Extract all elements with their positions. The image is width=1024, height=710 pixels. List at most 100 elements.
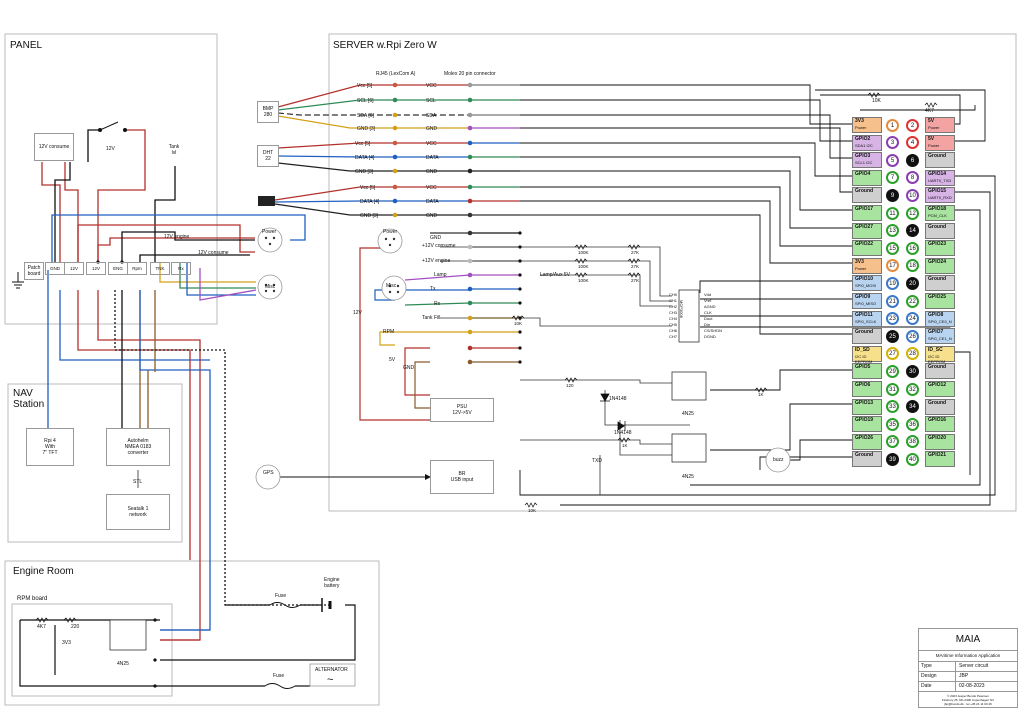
gpio-left-cell: GPIO5 — [852, 363, 882, 380]
gpio-right-name: GPIO16 — [928, 417, 947, 424]
gpio-pin: 18 — [906, 259, 919, 273]
molex-label: Molex 20 pin connector — [444, 71, 496, 77]
gpio-right-sub: PCM_CLK — [928, 213, 947, 218]
battery-icon — [321, 598, 332, 612]
autohelm-label: Autohelm NMEA 0183 converter — [124, 438, 152, 456]
rpm-opto-label: 4N25 — [117, 661, 129, 667]
gpio-pin: 22 — [906, 294, 919, 308]
gpio-left-name: GPIO27 — [855, 223, 874, 230]
consumer-label: 12V consume — [38, 144, 70, 150]
gpio-left-name: 3V3 — [855, 258, 864, 265]
gpio-right-cell: Ground — [925, 398, 955, 415]
gpio-right-name: GPIO8 — [928, 311, 944, 318]
gpio-pin: 35 — [886, 417, 899, 431]
gpio-left-cell: GPIO4 — [852, 169, 882, 186]
resistor-label: 10K — [514, 321, 523, 326]
gpio-pin: 32 — [906, 382, 919, 396]
gpio-left-cell: GPIO13 — [852, 398, 882, 415]
gpio-right-name: GPIO15 — [928, 188, 947, 195]
gpio-left-name: GPIO17 — [855, 206, 874, 212]
consumer-box: 12V consume — [34, 133, 74, 161]
opto2-label: 4N25 — [682, 474, 694, 480]
txd-label: TXD — [592, 458, 602, 464]
bmp-wire-label: SCL [6] — [357, 98, 374, 104]
resistor-label: 100K — [578, 278, 589, 283]
gpio-left-cell: GPIO17 — [852, 205, 882, 221]
gpio-pin: 24 — [906, 312, 919, 326]
gpio-right-name: GPIO12 — [928, 382, 947, 388]
rpm-r1-label: 4K7 — [37, 624, 46, 630]
supply-wires — [359, 232, 520, 421]
molex-right-wires — [470, 84, 520, 363]
diode1-label: 1N4148 — [609, 396, 627, 402]
molex-pin-label: Tx — [430, 286, 436, 292]
rpi4-box: Rpi 4 With 7" TFT — [26, 428, 74, 466]
gpio-pin: 1 — [886, 118, 899, 132]
molex-dots — [392, 82, 473, 365]
gpio-pin: 28 — [906, 347, 919, 361]
tank-label: Tank lvl — [168, 144, 180, 156]
gpio-right-sub: UART0_RXD — [928, 195, 952, 201]
ground-symbol — [12, 272, 24, 289]
gpio-pin: 11 — [886, 206, 899, 220]
autohelm-box: Autohelm NMEA 0183 converter — [106, 428, 170, 466]
molex-pin-label: VCC — [426, 141, 437, 147]
gpio-left-name: GPIO5 — [855, 364, 871, 371]
server-power-label: Power — [383, 229, 398, 235]
molex-pin-label: Tank Fill — [422, 315, 441, 321]
rpm-r2-label: 220 — [71, 624, 80, 630]
gpio-pin: 3 — [886, 136, 899, 150]
server-border — [328, 33, 1017, 512]
molex-pin-label: SCL — [426, 98, 436, 104]
dht-wires — [277, 142, 470, 172]
gpio-left-name: GPIO26 — [855, 434, 874, 441]
opto1-label: 4N25 — [682, 411, 694, 417]
ds-wire-label: GND [3] — [360, 213, 379, 219]
panel-switch — [98, 121, 127, 132]
molex-pin-label: GND — [430, 235, 442, 241]
gpio-right-name: ID_SC — [928, 346, 943, 353]
gpio-left-name: GPIO9 — [855, 294, 871, 300]
gpio-pin: 14 — [906, 224, 919, 238]
gpio-left-sub: SCL1 I2C — [855, 160, 873, 166]
buzzer-label: buzz — [773, 457, 784, 463]
gpio-left-sub: Power — [855, 125, 867, 130]
gpio-left-sub: SPI0_MOSI — [855, 283, 877, 289]
gpio-pin: 31 — [886, 382, 899, 396]
gpio-right-sub: Power — [928, 142, 940, 148]
adc-chip — [678, 289, 700, 343]
panel-title: PANEL — [10, 40, 43, 51]
resistor-label: 100K — [578, 250, 589, 255]
gpio-pin: 15 — [886, 241, 899, 255]
title-block-footer: © 2023 Jesper Bondo Petersen Finsbury 25… — [941, 694, 995, 706]
gpio-right-name: GPIO24 — [928, 258, 947, 265]
adc-pin-right: Vref — [704, 298, 712, 303]
psu-label: PSU 12V->5V — [452, 404, 472, 416]
alternator-symbol: ~ — [327, 674, 334, 686]
molex-pin-label: +12V engine — [422, 258, 451, 264]
molex-pin-label: SDA — [426, 113, 437, 119]
panel-wires — [41, 129, 330, 641]
gpio-pin: 2 — [906, 118, 919, 132]
gpio-left-name: GPIO10 — [855, 276, 874, 283]
bmp-wire-label: SDA [6] — [357, 113, 374, 119]
rpm-board-title: RPM board — [17, 596, 48, 602]
bmp280-label: BMP 280 — [262, 106, 274, 118]
ds-wires — [274, 186, 470, 216]
gps-label: GPS — [263, 470, 274, 476]
engine-title: Engine Room — [13, 566, 74, 577]
gpio-left-name: GPIO13 — [855, 399, 874, 406]
nav-title: NAV Station — [13, 388, 45, 410]
gpio-pin: 17 — [886, 259, 899, 273]
gpio-pin: 30 — [906, 364, 919, 378]
ds-wire-label: DATA [4] — [360, 199, 380, 205]
connector-pins — [264, 236, 400, 294]
gpio-right-name: 5V — [928, 135, 935, 142]
